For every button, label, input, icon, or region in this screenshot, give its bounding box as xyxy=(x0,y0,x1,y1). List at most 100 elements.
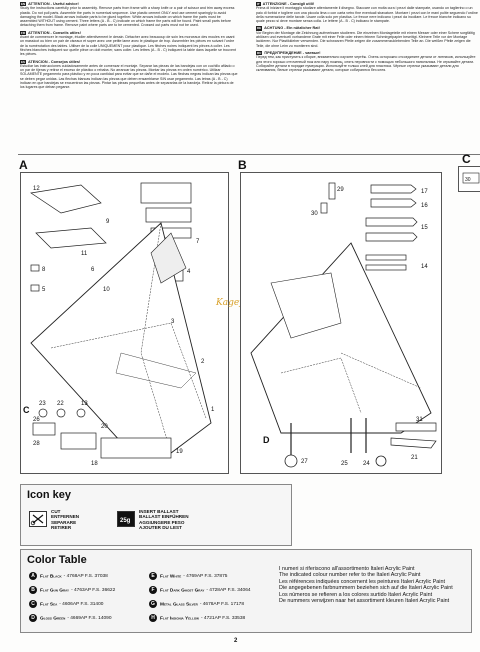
part-label: 13 xyxy=(81,401,88,407)
color-code-badge: B xyxy=(29,586,37,594)
part-label: 17 xyxy=(421,189,428,195)
color-spec: - 4669AP F.S. 14090 xyxy=(67,616,112,622)
color-code-badge: E xyxy=(149,572,157,580)
assembly-drawing-a: 12 9 11 6 7 10 8 5 4 3 2 1 13 23 22 20 2… xyxy=(23,182,215,467)
part-label: 10 xyxy=(103,287,110,293)
color-spec: - 4769AP F.S. 37875 xyxy=(183,574,228,580)
language-flag: DE xyxy=(256,26,263,31)
part-label: 8 xyxy=(42,267,46,273)
instruction-body: Vor Beginn der Montage die Zeichnung auf… xyxy=(256,30,475,48)
color-spec: - 4721AP F.S. 33538 xyxy=(200,616,246,622)
instruction-body: Prima di iniziare il montaggio studiare … xyxy=(256,6,478,24)
part-label: 18 xyxy=(91,461,98,467)
color-spec: - 4678AP F.S. 17178 xyxy=(199,602,245,608)
color-name: Metal Glass Silver xyxy=(160,602,198,608)
color-name: Flat Dark Ghost Gray xyxy=(160,588,205,594)
instruction-heading-text: ATTENTION - Conseils utiles! xyxy=(28,30,81,35)
color-spec: - 4763AP F.S. 36622 xyxy=(71,588,116,594)
instruction-heading-text: ATTENTION - Useful advice! xyxy=(28,2,79,6)
part-label: 14 xyxy=(421,264,428,270)
part-label: 6 xyxy=(91,267,95,273)
sprue-letter: C xyxy=(23,405,30,415)
color-code-badge: A xyxy=(29,572,37,580)
panel-c-letter: C xyxy=(462,152,471,166)
part-label: 28 xyxy=(33,441,40,447)
watermark: Kagey72 xyxy=(216,298,256,308)
part-label: 15 xyxy=(421,225,428,231)
instruction-heading-text: ПРЕДУПРЕЖДЕНИЕ - чаевые! xyxy=(264,50,321,55)
color-name: Flat Insignia Yellow xyxy=(160,616,199,622)
color-spec: - 4728AP F.S. 34064 xyxy=(206,588,251,594)
color-table-notes: I numeri si riferiscono all'assortimento… xyxy=(279,566,453,605)
part-label: 20 xyxy=(101,424,108,430)
cut-icon xyxy=(29,511,47,527)
part-label: 21 xyxy=(411,455,418,461)
assembly-drawing-c: 30 xyxy=(462,172,480,184)
icon-key-title: Icon key xyxy=(27,489,72,501)
language-flag: EN xyxy=(20,2,27,7)
part-label: 30 xyxy=(311,211,318,217)
instruction-body: Перед тем, как приступить к сборке, вним… xyxy=(256,55,476,73)
language-flag: FR xyxy=(20,30,26,36)
color-name: Flat Black xyxy=(40,574,62,580)
color-name: Flat White xyxy=(160,574,182,580)
color-code-badge: D xyxy=(29,614,37,622)
instruction-body: Avant de commencer le montage, étudier a… xyxy=(20,35,236,57)
assembly-drawing-b: 17 16 15 14 30 29 31 27 25 24 21 D xyxy=(250,182,437,468)
part-label: 1 xyxy=(211,407,215,413)
part-label: 25 xyxy=(341,461,348,467)
language-flag: IT xyxy=(256,2,261,7)
part-label: 22 xyxy=(57,401,64,407)
instruction-body: Estudiar las instrucciones cuidadosament… xyxy=(20,63,238,90)
color-name: Flat Sea xyxy=(40,602,58,608)
ballast-icon: 25g xyxy=(117,511,135,527)
part-label: 23 xyxy=(39,401,46,407)
part-label: 27 xyxy=(301,459,308,465)
part-label: 26 xyxy=(33,417,40,423)
color-name: Gloss Green xyxy=(40,616,66,622)
part-label: 24 xyxy=(363,461,370,467)
color-table-title: Color Table xyxy=(27,554,87,566)
color-name: Flat Gun Gray xyxy=(40,588,70,594)
instruction-body: Study the instructions carefully prior t… xyxy=(20,6,235,28)
assembly-diagram-c: 30 xyxy=(458,166,480,192)
part-label: 16 xyxy=(421,203,428,209)
instruction-heading-text: ACHTUNG - Ein nützlicher Rat! xyxy=(264,26,320,31)
part-label: 9 xyxy=(106,219,110,225)
part-label: 11 xyxy=(81,251,88,257)
sprue-letter: D xyxy=(263,435,270,445)
part-label: 5 xyxy=(42,287,46,293)
color-code-badge: H xyxy=(149,614,157,622)
part-label: 7 xyxy=(196,239,200,245)
color-code-badge: C xyxy=(29,600,37,608)
part-label: 31 xyxy=(416,417,423,423)
page-number: 2 xyxy=(234,638,238,644)
instruction-heading-text: ATENCION - Consejos útiles! xyxy=(28,59,81,64)
part-label: 29 xyxy=(337,187,344,193)
assembly-diagram-a: 12 9 11 6 7 10 8 5 4 3 2 1 13 23 22 20 2… xyxy=(20,172,229,474)
icon-key: Icon key CUT ENTFERNEN SEPARARE RETIRER … xyxy=(20,484,292,546)
ballast-label: INSERT BALLAST BALLAST EINFÜHREN AGGIUNG… xyxy=(139,509,189,530)
